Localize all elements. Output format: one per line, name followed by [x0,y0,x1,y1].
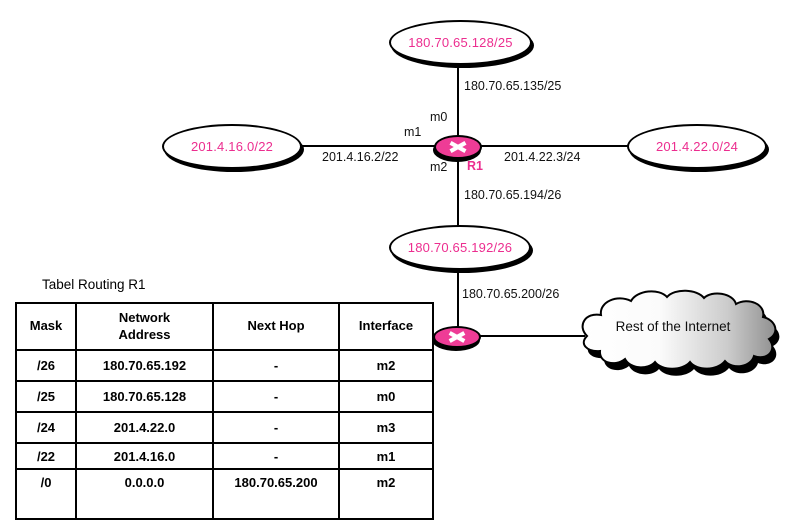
cell-next-hop: - [212,442,340,470]
table-row: /25 180.70.65.128 - m0 [15,380,434,413]
cell-interface: m2 [338,468,434,520]
column-header-interface: Interface [338,302,434,351]
network-label-left: 201.4.16.0/22 [190,139,274,154]
network-label-right: 201.4.22.0/24 [655,139,739,154]
cell-interface: m0 [338,380,434,413]
cell-network-address: 0.0.0.0 [75,468,214,520]
link-line-right-horizontal [480,145,628,147]
network-ellipse-left: 201.4.16.0/22 [162,124,302,169]
internet-cloud [573,288,787,380]
cell-interface: m3 [338,411,434,444]
cloud-label: Rest of the Internet [615,318,731,334]
link-line-middle-upper [457,157,459,227]
interface-label-m1: m1 [404,125,422,139]
router-x-icon [448,331,466,343]
network-ellipse-middle: 180.70.65.192/26 [389,225,531,270]
cell-mask: /0 [15,468,77,520]
link-line-middle-lower [457,268,459,328]
cell-next-hop: - [212,380,340,413]
network-ellipse-right: 201.4.22.0/24 [627,124,767,169]
interface-label-m0: m0 [430,110,448,124]
cell-next-hop: - [212,411,340,444]
cell-next-hop: 180.70.65.200 [212,468,340,520]
cell-mask: /22 [15,442,77,470]
cell-network-address: 201.4.22.0 [75,411,214,444]
column-header-mask: Mask [15,302,77,351]
link-line-top-vertical [457,64,459,137]
cell-interface: m1 [338,442,434,470]
cell-network-address: 180.70.65.128 [75,380,214,413]
column-header-next-hop: Next Hop [212,302,340,351]
cell-mask: /24 [15,411,77,444]
table-header-row: Mask Network Address Next Hop Interface [15,302,434,351]
cell-next-hop: - [212,349,340,382]
router-border [433,326,481,348]
router-r1-label: R1 [467,159,483,173]
interface-label-m2: m2 [430,160,448,174]
link-label-left: 201.4.16.2/22 [322,150,399,164]
column-header-network-address: Network Address [75,302,214,351]
table-row: /24 201.4.22.0 - m3 [15,411,434,444]
table-row: /22 201.4.16.0 - m1 [15,442,434,470]
network-label-top: 180.70.65.128/25 [408,35,513,50]
routing-table-title: Tabel Routing R1 [42,277,146,292]
cell-network-address: 180.70.65.192 [75,349,214,382]
router-r1 [434,135,482,159]
table-row: /26 180.70.65.192 - m2 [15,349,434,382]
routing-table: Mask Network Address Next Hop Interface … [15,302,434,520]
link-label-middle-upper: 180.70.65.194/26 [464,188,562,202]
link-label-middle-lower: 180.70.65.200/26 [462,287,560,301]
cell-mask: /25 [15,380,77,413]
network-ellipse-top: 180.70.65.128/25 [389,20,532,65]
cloud-icon [581,289,780,376]
cell-interface: m2 [338,349,434,382]
cell-mask: /26 [15,349,77,382]
link-line-left-horizontal [300,145,436,147]
table-row: /0 0.0.0.0 180.70.65.200 m2 [15,468,434,520]
cell-network-address: 201.4.16.0 [75,442,214,470]
link-label-top: 180.70.65.135/25 [464,79,562,93]
link-label-right: 201.4.22.3/24 [504,150,581,164]
network-label-middle: 180.70.65.192/26 [407,240,513,255]
link-line-to-cloud [480,335,585,337]
router-x-icon [449,141,467,153]
